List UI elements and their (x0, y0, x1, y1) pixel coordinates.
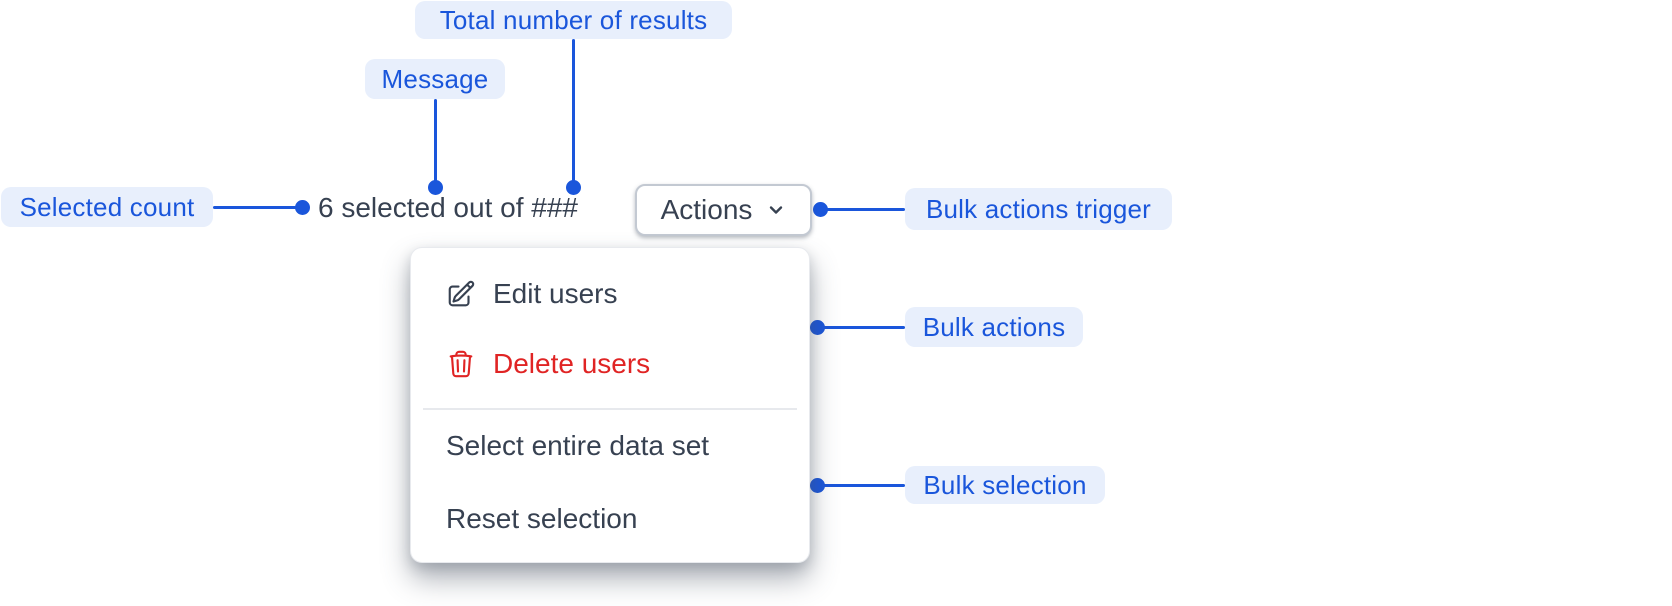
connector-dot-bulk-actions-trigger (813, 202, 828, 217)
menu-item-label: Select entire data set (446, 430, 710, 461)
annotation-label-message: Message (365, 59, 505, 99)
connector-line-bulk-selection (818, 484, 905, 487)
connector-line-bulk-actions (818, 326, 905, 329)
annotation-label-bulk-actions-trigger: Bulk actions trigger (905, 188, 1172, 230)
bulk-actions-menu: Edit users Delete users Select entire da… (410, 247, 810, 563)
menu-item-delete-users[interactable]: Delete users (411, 334, 809, 394)
trash-icon (446, 349, 476, 379)
menu-item-select-entire-data-set[interactable]: Select entire data set (411, 418, 809, 474)
connector-line-selected-count (213, 206, 303, 209)
connector-dot-total-results (566, 180, 581, 195)
connector-dot-selected-count (295, 200, 310, 215)
menu-item-edit-users[interactable]: Edit users (411, 264, 809, 324)
connector-dot-bulk-selection (810, 478, 825, 493)
annotation-label-bulk-selection: Bulk selection (905, 466, 1105, 504)
connector-dot-bulk-actions (810, 320, 825, 335)
menu-divider (423, 408, 797, 410)
chevron-down-icon (766, 200, 786, 220)
edit-icon (446, 279, 476, 309)
menu-item-reset-selection[interactable]: Reset selection (411, 491, 809, 547)
menu-item-label: Edit users (493, 278, 618, 309)
menu-item-label: Delete users (493, 348, 651, 379)
connector-dot-message (428, 180, 443, 195)
connector-line-bulk-actions-trigger (820, 208, 905, 211)
bulk-actions-trigger-label: Actions (660, 194, 753, 225)
connector-line-total-results (572, 39, 575, 189)
menu-item-label: Reset selection (446, 503, 638, 534)
annotation-label-selected-count: Selected count (1, 187, 213, 227)
annotation-label-total-results: Total number of results (415, 1, 732, 39)
selection-count-message: 6 selected out of ### (318, 192, 578, 223)
connector-line-message (434, 99, 437, 189)
annotation-label-bulk-actions: Bulk actions (905, 307, 1083, 347)
bulk-actions-trigger-button[interactable]: Actions (635, 184, 812, 236)
